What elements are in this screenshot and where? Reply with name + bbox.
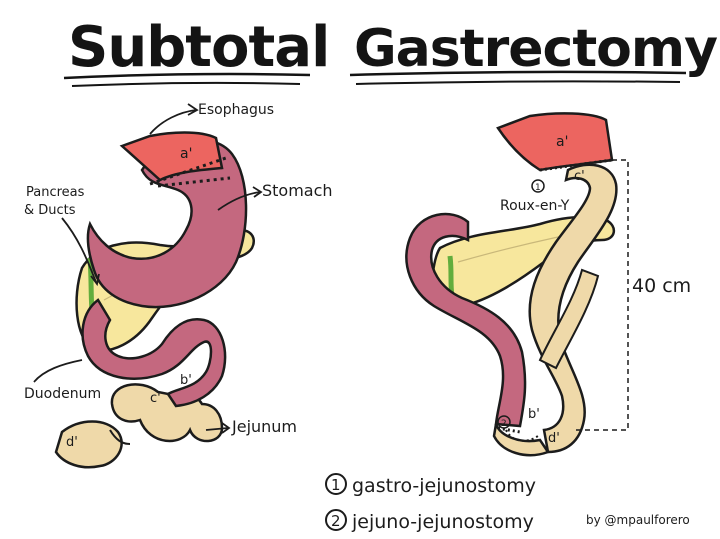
arrowhead-jejunum bbox=[221, 422, 231, 434]
duodenum-left bbox=[81, 298, 227, 408]
title-word-gastrectomy: Gastrectomy bbox=[354, 19, 717, 79]
arrowhead-stomach bbox=[252, 186, 263, 198]
jejunum-limb-right bbox=[492, 423, 550, 457]
point-a-right: a' bbox=[556, 134, 568, 150]
legend-number-2: 2 bbox=[331, 512, 341, 530]
arrow-esophagus bbox=[149, 109, 197, 135]
marker-1-circle bbox=[531, 179, 545, 193]
arrow-jejunum bbox=[205, 427, 229, 431]
label-jejunum: Jejunum bbox=[231, 417, 297, 436]
point-d-left: d' bbox=[66, 435, 78, 450]
title-underline-2 bbox=[71, 81, 301, 87]
legend: 1 gastro-jejunostomy 2 jejuno-jejunostom… bbox=[325, 473, 536, 533]
right-diagram: 40 cm a' c' b' d' 1 Roux-en-Y 2 bbox=[405, 112, 691, 457]
legend-marker-1 bbox=[325, 473, 347, 495]
credit: by @mpaulforero bbox=[586, 513, 690, 527]
anastomosis-stitch-1 bbox=[539, 158, 613, 172]
label-length: 40 cm bbox=[632, 275, 691, 297]
point-c-left: c' bbox=[150, 391, 161, 406]
point-c-right: c' bbox=[574, 169, 585, 184]
label-roux: Roux-en-Y bbox=[500, 198, 570, 214]
arrow-duodenum bbox=[33, 359, 83, 383]
label-stomach: Stomach bbox=[262, 181, 333, 200]
resection-line-left bbox=[157, 176, 231, 188]
point-b-right: b' bbox=[528, 407, 540, 422]
arrowhead-esophagus bbox=[187, 103, 199, 116]
marker-2-circle bbox=[497, 415, 511, 429]
point-a-left: a' bbox=[180, 146, 192, 162]
title-underline-1 bbox=[63, 72, 311, 80]
left-diagram: a' b' c' d' Esophagus Stomach Pancreas &… bbox=[24, 102, 333, 469]
label-esophagus: Esophagus bbox=[198, 102, 274, 118]
label-duodenum: Duodenum bbox=[24, 386, 101, 402]
label-ducts: & Ducts bbox=[24, 203, 76, 218]
legend-marker-2 bbox=[325, 509, 347, 531]
marker-2-text: 2 bbox=[501, 419, 507, 429]
anastomosis-stitch-2 bbox=[497, 426, 521, 434]
title-underline-3 bbox=[349, 70, 687, 77]
marker-1-text: 1 bbox=[535, 183, 541, 193]
title: Subtotal Gastrectomy bbox=[63, 15, 718, 87]
jejunum-link-left bbox=[109, 429, 131, 445]
jejunum-cross-right bbox=[538, 268, 600, 370]
point-d-right: d' bbox=[548, 431, 560, 446]
label-pancreas: Pancreas bbox=[26, 185, 85, 200]
legend-number-1: 1 bbox=[331, 476, 341, 494]
point-b-left: b' bbox=[180, 373, 192, 388]
legend-text-1: gastro-jejunostomy bbox=[352, 475, 536, 497]
arrow-stomach bbox=[217, 191, 261, 211]
arrowhead-pancreas bbox=[90, 273, 100, 287]
title-word-subtotal: Subtotal bbox=[68, 15, 329, 80]
title-underline-4 bbox=[355, 80, 681, 85]
stomach-left bbox=[86, 138, 248, 309]
legend-text-2: jejuno-jejunostomy bbox=[351, 511, 534, 533]
arrow-pancreas bbox=[61, 217, 97, 283]
